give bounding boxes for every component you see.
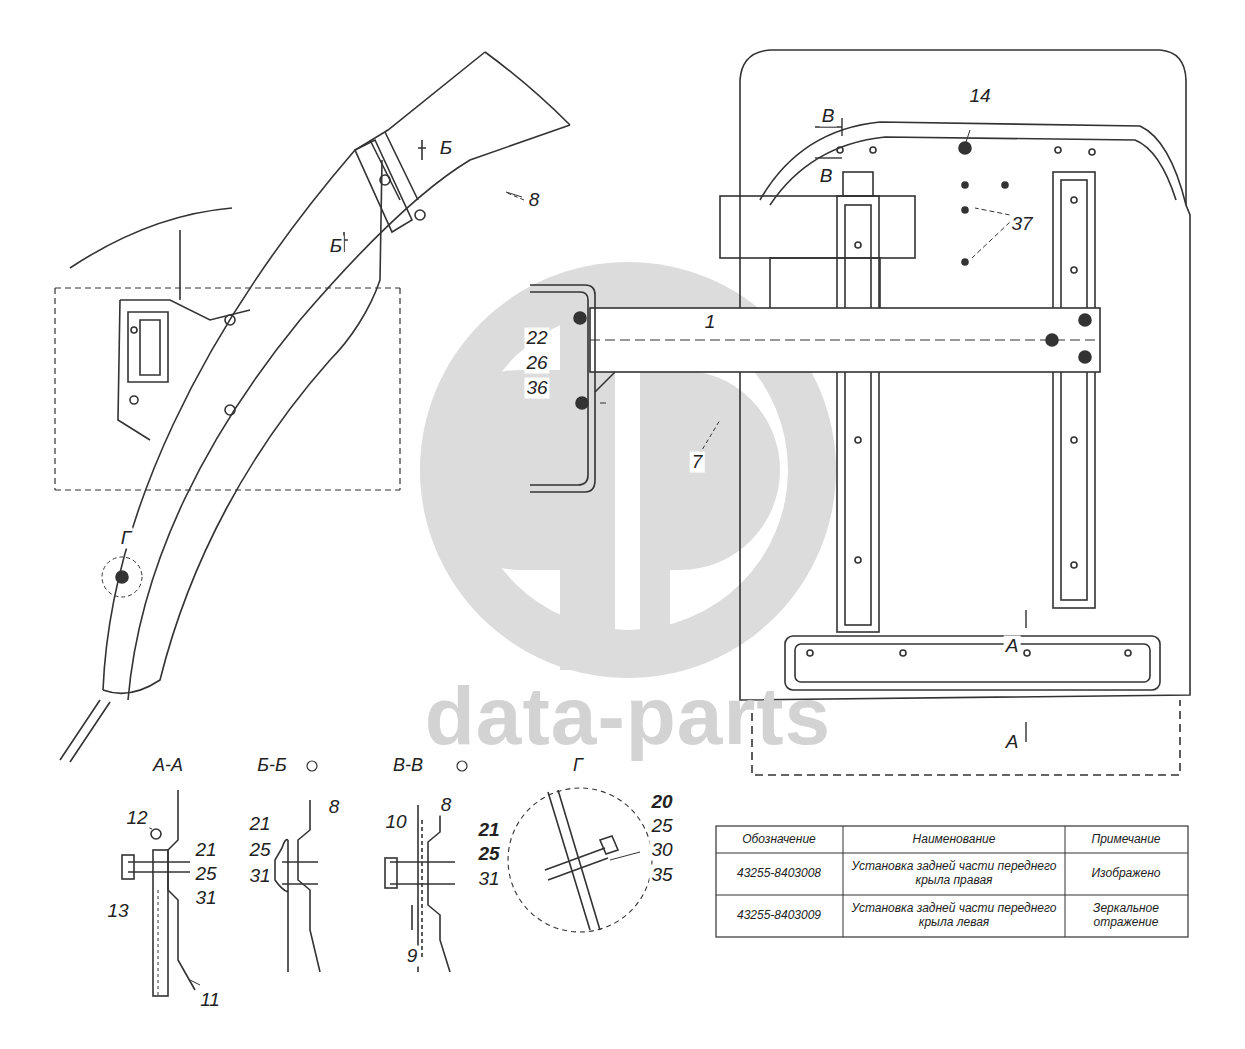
table-cell: 43255-8403009 (721, 909, 837, 923)
callout-number: 21 (193, 840, 218, 861)
watermark: data-parts (423, 671, 833, 761)
table-cell: Установка задней части переднего крыла л… (849, 902, 1059, 930)
callout-number: 1 (703, 312, 718, 333)
callout-number: 21 (247, 814, 272, 835)
callout-number: 9 (405, 946, 420, 967)
section-mark: А (1004, 636, 1021, 657)
callout-number: 8 (439, 795, 454, 816)
table-cell: Установка задней части переднего крыла п… (849, 860, 1059, 888)
callout-number: 31 (247, 866, 272, 887)
callout-number: 37 (1009, 214, 1034, 235)
callout-number: 25 (649, 816, 674, 837)
section-mark: А (1004, 732, 1021, 753)
callout-number: 8 (327, 797, 342, 818)
table-cell: Примечание (1070, 833, 1182, 847)
callout-number: 11 (198, 990, 222, 1011)
callout-number: 36 (524, 378, 549, 399)
table-cell: Изображено (1070, 867, 1182, 881)
table-cell: Зеркальное отражение (1070, 902, 1182, 930)
callout-number: 25 (476, 844, 501, 865)
callout-number: 14 (967, 86, 992, 107)
callout-number: 7 (690, 452, 705, 473)
callout-number: 8 (527, 190, 542, 211)
callout-number: 10 (383, 812, 408, 833)
table-cell: Наименование (849, 833, 1059, 847)
callout-number: 26 (524, 353, 549, 374)
callout-number: 35 (649, 865, 674, 886)
callout-number: 22 (524, 328, 549, 349)
section-title: А-А (151, 756, 185, 776)
callout-number: 20 (649, 792, 674, 813)
section-mark: В (820, 106, 837, 127)
callout-number: 30 (649, 840, 674, 861)
section-title: В-В (391, 756, 425, 776)
section-title: Б-Б (255, 756, 288, 776)
callout-number: 31 (193, 888, 218, 909)
section-mark: Г (119, 528, 133, 549)
section-mark: В (818, 166, 835, 187)
callout-number: 25 (247, 840, 272, 861)
section-mark: Б (438, 138, 454, 159)
callout-number: 31 (476, 869, 501, 890)
section-mark: Б (328, 236, 344, 257)
callout-number: 13 (105, 901, 130, 922)
callout-number: 12 (124, 808, 149, 829)
section-title: Г (571, 756, 585, 776)
callout-number: 21 (476, 820, 501, 841)
callout-number: 25 (193, 864, 218, 885)
table-cell: Обозначение (721, 833, 837, 847)
table-cell: 43255-8403008 (721, 867, 837, 881)
